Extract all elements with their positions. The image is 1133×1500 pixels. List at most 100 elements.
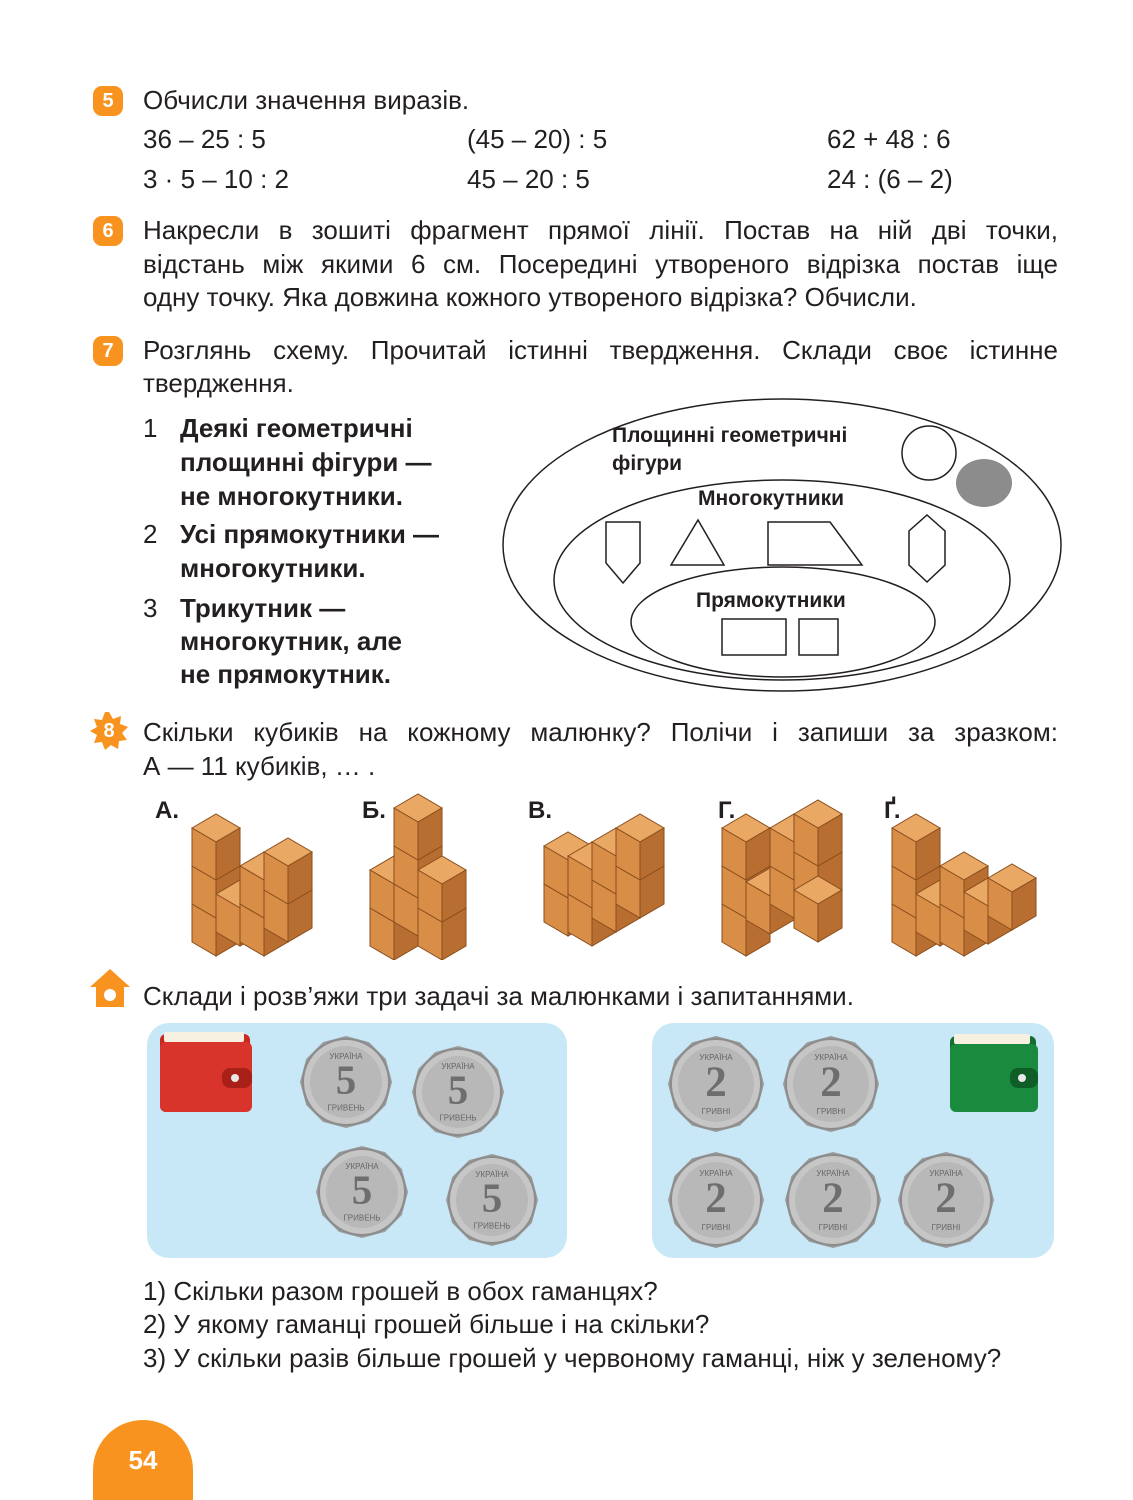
expression: (45 – 20) : 5 xyxy=(467,124,608,154)
task-6-badge: 6 xyxy=(93,216,123,246)
question: 2) У якому гаманці грошей більше і на ск… xyxy=(143,1309,710,1339)
hexagon-shape xyxy=(908,513,946,584)
task-8-line: А — 11 кубиків, … . xyxy=(143,751,376,781)
coin-value: 5 xyxy=(448,1067,469,1113)
coin-unit: ГРИВНІ xyxy=(819,1223,848,1232)
question: 3) У скільки разів більше грошей у черво… xyxy=(143,1343,1002,1373)
cube-figure-a xyxy=(191,813,313,957)
figure-label: А. xyxy=(155,797,179,824)
page-number: 54 xyxy=(93,1420,193,1500)
expression: 3 · 5 – 10 : 2 xyxy=(143,164,289,194)
square-shape xyxy=(798,618,839,656)
coin-value: 2 xyxy=(820,1059,842,1106)
coin-value: 2 xyxy=(935,1175,957,1222)
figure-label: В. xyxy=(528,797,552,824)
statement-line: площинні фігури — xyxy=(180,447,432,477)
statement-line: Деякі геометричні xyxy=(180,413,413,443)
outer-label-1: Площинні геометричні xyxy=(612,424,847,447)
coin-value: 2 xyxy=(822,1175,844,1222)
cube-figure-v xyxy=(543,813,665,947)
statement-line: многокутники. xyxy=(180,553,366,583)
coin-unit: ГРИВЕНЬ xyxy=(343,1214,380,1223)
coin-country: УКРАЇНА xyxy=(699,1053,733,1062)
task-5-prompt: Обчисли значення виразів. xyxy=(143,85,470,115)
expression: 62 + 48 : 6 xyxy=(827,124,951,154)
coin-unit: ГРИВНІ xyxy=(817,1107,846,1116)
inner-label: Прямокутники xyxy=(696,589,846,612)
middle-ellipse xyxy=(553,479,1011,681)
statement-line: Усі прямокутники — xyxy=(180,519,440,549)
triangle-shape xyxy=(669,518,726,566)
coin-unit: ГРИВНІ xyxy=(702,1107,731,1116)
task-7-line: твердження. xyxy=(143,368,294,398)
figure-label: Б. xyxy=(362,797,386,824)
coin-country: УКРАЇНА xyxy=(816,1169,850,1178)
task-6-line: Накресли в зошиті фрагмент прямої лінії.… xyxy=(143,215,1058,245)
coin-unit: ГРИВЕНЬ xyxy=(327,1104,364,1113)
green-wallet-icon xyxy=(950,1034,1038,1112)
statement-line: Трикутник — xyxy=(180,593,346,623)
home-icon xyxy=(90,969,130,1007)
coin-value: 5 xyxy=(336,1057,357,1103)
coin-unit: ГРИВЕНЬ xyxy=(473,1222,510,1231)
cube-figure-ge xyxy=(891,813,1037,957)
coin-value: 5 xyxy=(352,1167,373,1213)
statement-line: многокутник, але xyxy=(180,626,402,656)
figure-label: Г. xyxy=(718,797,736,824)
oval-shape xyxy=(956,459,1012,507)
coin-value: 2 xyxy=(705,1175,727,1222)
rectangle-shape xyxy=(721,618,787,656)
coin-country: УКРАЇНА xyxy=(329,1052,363,1061)
coin-country: УКРАЇНА xyxy=(475,1170,509,1179)
coin-unit: ГРИВНІ xyxy=(702,1223,731,1232)
expression: 45 – 20 : 5 xyxy=(467,164,590,194)
task-7-line: Розглянь схему. Прочитай істинні твердже… xyxy=(143,335,1058,365)
task-7-badge: 7 xyxy=(93,336,123,366)
pentagon-shape xyxy=(605,521,641,585)
outer-ellipse xyxy=(502,398,1062,692)
cube-figure-g xyxy=(721,799,843,957)
cube-figures xyxy=(191,793,1037,960)
coin-value: 5 xyxy=(482,1175,503,1221)
coin-country: УКРАЇНА xyxy=(814,1053,848,1062)
task-8-line: Скільки кубиків на кожному малюнку? Полі… xyxy=(143,717,1058,747)
homework-prompt: Склади і розв’яжи три задачі за малюнкам… xyxy=(143,981,854,1011)
statement-line: не прямокутник. xyxy=(180,659,392,689)
coin-unit: ГРИВНІ xyxy=(932,1223,961,1232)
statement-line: не многокутники. xyxy=(180,481,404,511)
figure-label: Ґ. xyxy=(884,797,901,824)
statement-number: 3 xyxy=(143,593,158,623)
middle-label: Многокутники xyxy=(698,487,844,510)
inner-ellipse xyxy=(630,566,936,678)
venn-diagram: Площинні геометричні фігури Многокутники… xyxy=(502,398,1062,692)
task-6-line: одну точку. Яка довжина кожного утворено… xyxy=(143,282,917,312)
cube-figure-b xyxy=(369,793,467,960)
coin-country: УКРАЇНА xyxy=(929,1169,963,1178)
task-5-badge: 5 xyxy=(93,86,123,116)
coin-country: УКРАЇНА xyxy=(699,1169,733,1178)
outer-label-2: фігури xyxy=(612,452,682,475)
expression: 36 – 25 : 5 xyxy=(143,124,266,154)
statement-number: 2 xyxy=(143,519,158,549)
coin-unit: ГРИВЕНЬ xyxy=(439,1114,476,1123)
coin-country: УКРАЇНА xyxy=(441,1062,475,1071)
task-6-line: відстань між якими 6 см. Посередині утво… xyxy=(143,249,1058,279)
statement-number: 1 xyxy=(143,413,158,443)
red-wallet-icon xyxy=(160,1032,252,1112)
question: 1) Скільки разом грошей в обох гаманцях? xyxy=(143,1276,658,1306)
task-8-badge: 8 xyxy=(103,720,115,742)
coin-country: УКРАЇНА xyxy=(345,1162,379,1171)
expression: 24 : (6 – 2) xyxy=(827,164,953,194)
trapezoid-shape xyxy=(767,521,864,566)
task-8-badge-star xyxy=(90,712,128,750)
coin-value: 2 xyxy=(705,1059,727,1106)
